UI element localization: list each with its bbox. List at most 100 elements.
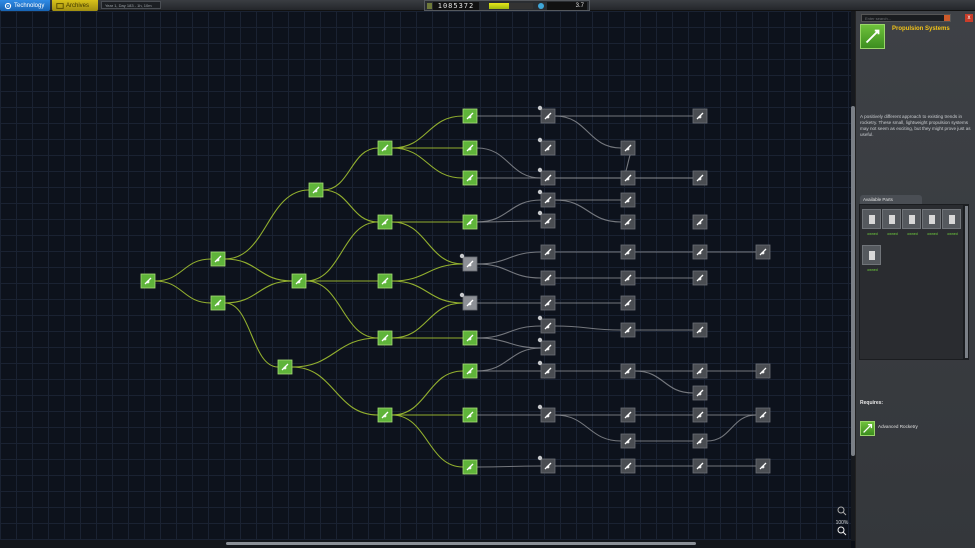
tech-node-locked[interactable] bbox=[755, 458, 771, 474]
tech-node-researched[interactable] bbox=[462, 363, 478, 379]
tech-node-locked[interactable] bbox=[537, 455, 556, 474]
tech-node-locked[interactable] bbox=[692, 322, 708, 338]
tech-node-locked[interactable] bbox=[692, 170, 708, 186]
tech-node-locked[interactable] bbox=[540, 295, 556, 311]
tech-link bbox=[634, 370, 694, 394]
tech-node-researched[interactable] bbox=[377, 273, 393, 289]
tech-node-researched[interactable] bbox=[377, 140, 393, 156]
tech-node-locked[interactable] bbox=[755, 363, 771, 379]
tech-node-researched[interactable] bbox=[462, 140, 478, 156]
tech-node-researched[interactable] bbox=[462, 170, 478, 186]
parts-scroll-thumb[interactable] bbox=[965, 206, 968, 358]
tech-node-locked[interactable] bbox=[692, 108, 708, 124]
advanced-rocketry-icon[interactable] bbox=[860, 421, 875, 436]
funds-value: 1085372 bbox=[433, 2, 479, 10]
tech-node-researched[interactable] bbox=[210, 295, 226, 311]
tech-link bbox=[391, 370, 464, 416]
rcs-tank-part-icon bbox=[929, 215, 935, 224]
tech-node-locked[interactable] bbox=[537, 137, 556, 156]
tech-link bbox=[305, 280, 379, 339]
part-tile[interactable]: owned bbox=[862, 245, 881, 272]
tech-node-locked[interactable] bbox=[620, 322, 636, 338]
tech-node-locked[interactable] bbox=[620, 407, 636, 423]
tab-technology[interactable]: Technology bbox=[0, 0, 50, 12]
part-tile[interactable]: owned bbox=[942, 209, 961, 236]
tech-node-researched[interactable] bbox=[462, 330, 478, 346]
part-tile[interactable]: owned bbox=[902, 209, 921, 236]
booster-part-icon bbox=[909, 215, 915, 224]
tech-node-researched[interactable] bbox=[210, 251, 226, 267]
tech-node-available[interactable] bbox=[459, 292, 478, 311]
tech-node-locked[interactable] bbox=[537, 360, 556, 379]
tech-node-locked[interactable] bbox=[537, 210, 556, 229]
tech-node-researched[interactable] bbox=[140, 273, 156, 289]
tech-node-locked[interactable] bbox=[620, 170, 636, 186]
tech-node-locked[interactable] bbox=[620, 363, 636, 379]
tech-link bbox=[305, 221, 379, 282]
tech-node-locked[interactable] bbox=[537, 189, 556, 208]
available-parts-tab[interactable]: Available Parts bbox=[860, 195, 922, 204]
tech-node-locked[interactable] bbox=[537, 315, 556, 334]
tech-node-locked[interactable] bbox=[692, 458, 708, 474]
tech-node-locked[interactable] bbox=[620, 295, 636, 311]
tech-node-locked[interactable] bbox=[692, 433, 708, 449]
tech-node-researched[interactable] bbox=[277, 359, 293, 375]
tech-node-locked[interactable] bbox=[537, 167, 556, 186]
tech-node-researched[interactable] bbox=[462, 108, 478, 124]
tech-node-locked[interactable] bbox=[692, 244, 708, 260]
tech-tree-canvas[interactable] bbox=[0, 11, 851, 541]
part-tile[interactable]: owned bbox=[882, 209, 901, 236]
tech-node-researched[interactable] bbox=[377, 214, 393, 230]
vertical-scrollbar[interactable] bbox=[851, 11, 855, 541]
close-button[interactable]: x bbox=[965, 14, 973, 22]
tech-node-locked[interactable] bbox=[755, 244, 771, 260]
requires-label: Requires: bbox=[860, 400, 884, 406]
tech-node-locked[interactable] bbox=[620, 140, 636, 156]
tech-node-locked[interactable] bbox=[540, 270, 556, 286]
search-icon[interactable] bbox=[944, 15, 950, 21]
tech-node-locked[interactable] bbox=[620, 244, 636, 260]
tech-node-available[interactable] bbox=[459, 253, 478, 272]
tech-node-researched[interactable] bbox=[377, 407, 393, 423]
tech-node-locked[interactable] bbox=[620, 433, 636, 449]
tech-node-locked[interactable] bbox=[540, 244, 556, 260]
horizontal-scrollbar[interactable] bbox=[0, 540, 851, 548]
tech-node-locked[interactable] bbox=[537, 404, 556, 423]
tech-link bbox=[154, 258, 212, 282]
zoom-in-icon[interactable] bbox=[837, 506, 847, 516]
tech-node-researched[interactable] bbox=[291, 273, 307, 289]
tech-link bbox=[391, 147, 464, 179]
tech-node-locked[interactable] bbox=[620, 458, 636, 474]
vertical-scroll-thumb[interactable] bbox=[851, 106, 855, 456]
tech-link bbox=[391, 414, 464, 468]
tech-node-locked[interactable] bbox=[537, 105, 556, 124]
tech-node-researched[interactable] bbox=[377, 330, 393, 346]
tech-node-locked[interactable] bbox=[620, 192, 636, 208]
tech-node-locked[interactable] bbox=[692, 385, 708, 401]
part-cost: owned bbox=[947, 232, 958, 236]
tab-archives[interactable]: Archives bbox=[52, 0, 98, 12]
tech-node-researched[interactable] bbox=[462, 214, 478, 230]
tech-node-researched[interactable] bbox=[462, 459, 478, 475]
tech-node-locked[interactable] bbox=[692, 407, 708, 423]
tech-node-locked[interactable] bbox=[692, 363, 708, 379]
zoom-control[interactable]: 100% bbox=[833, 506, 851, 540]
part-tile[interactable]: owned bbox=[862, 209, 881, 236]
part-tile[interactable]: owned bbox=[922, 209, 941, 236]
tech-node-locked[interactable] bbox=[692, 270, 708, 286]
tech-node-locked[interactable] bbox=[620, 214, 636, 230]
search-input[interactable]: Enter search... bbox=[861, 14, 951, 22]
tech-node-locked[interactable] bbox=[755, 407, 771, 423]
zoom-out-icon[interactable] bbox=[837, 526, 847, 536]
tech-link bbox=[224, 302, 279, 368]
engine-part-icon bbox=[889, 215, 895, 224]
tech-node-researched[interactable] bbox=[462, 407, 478, 423]
parts-scrollbar[interactable] bbox=[964, 204, 969, 360]
tech-node-researched[interactable] bbox=[308, 182, 324, 198]
horizontal-scroll-thumb[interactable] bbox=[226, 542, 696, 545]
tech-node-locked[interactable] bbox=[692, 214, 708, 230]
tech-node-locked[interactable] bbox=[620, 270, 636, 286]
tech-node-locked[interactable] bbox=[537, 337, 556, 356]
tech-link bbox=[291, 366, 379, 416]
